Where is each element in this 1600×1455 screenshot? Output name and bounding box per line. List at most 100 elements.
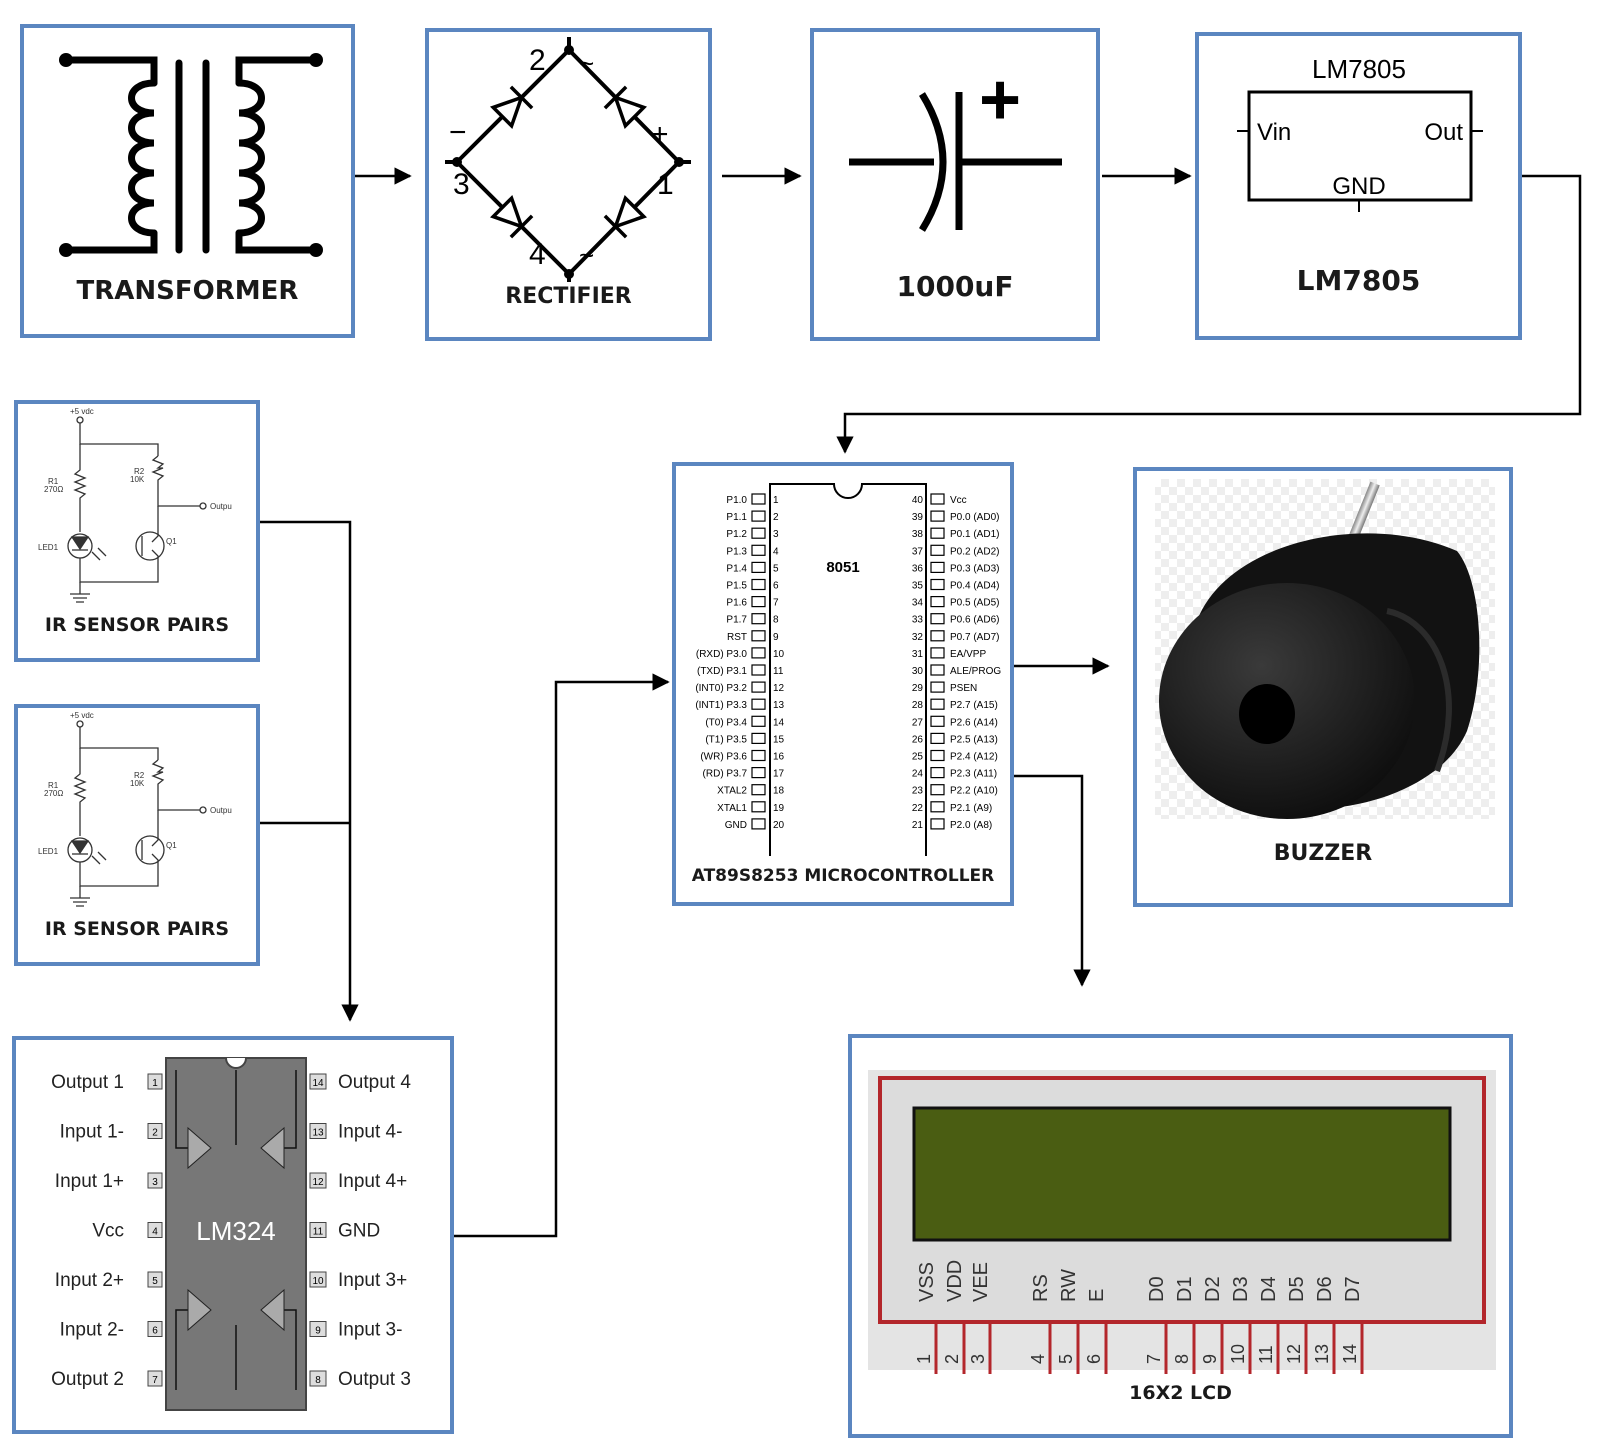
mcu-pin-number: 1 — [773, 495, 779, 506]
mcu-pin-pad — [930, 578, 945, 591]
rectifier-ac-top: ~ — [579, 48, 594, 78]
regulator-block: LM7805 Vin Out GND LM7805 — [1195, 32, 1522, 340]
lcd-pin-number: 5 — [1056, 1354, 1076, 1364]
lcd-pin-name: D5 — [1286, 1276, 1308, 1302]
lm324-pin-name: Input 1+ — [55, 1171, 124, 1192]
mcu-pin-pad — [751, 544, 766, 556]
mcu-pin-number: 12 — [773, 683, 785, 694]
lcd-pin-number: 6 — [1084, 1354, 1104, 1364]
mcu-pin-name: P2.7 (A15) — [950, 700, 998, 711]
ir-output-label: Outpu — [210, 502, 232, 511]
arrow-regulator-mcu — [836, 174, 1582, 454]
mcu-pin-name: (TXD) P3.1 — [697, 666, 747, 677]
ir-r1-label: R1 — [48, 477, 59, 486]
mcu-pin-number: 11 — [773, 666, 784, 677]
mcu-pin-pad — [751, 749, 766, 762]
lcd-pin-number: 3 — [968, 1354, 988, 1364]
mcu-chip-name: 8051 — [826, 559, 859, 576]
wire-ir1 — [260, 520, 359, 1022]
ir-r1-value: 270Ω — [44, 485, 63, 494]
mcu-pin-name: P0.0 (AD0) — [950, 512, 999, 523]
diode-2 — [603, 85, 648, 130]
mcu-pin-name: P1.7 — [726, 615, 747, 626]
mcu-pin-name: RST — [727, 632, 747, 643]
regulator-gnd: GND — [1332, 173, 1385, 200]
lm324-pin-name: Input 4+ — [338, 1171, 407, 1192]
mcu-pin-name: Vcc — [950, 495, 967, 506]
capacitor-label: 1000uF — [896, 270, 1014, 303]
mcu-pin-pad — [751, 698, 766, 710]
mcu-pin-number: 17 — [773, 769, 785, 780]
mcu-pin-pad — [751, 596, 766, 608]
lm324-pin-number: 10 — [312, 1276, 324, 1287]
mcu-pin-number: 35 — [912, 581, 924, 592]
mcu-pin-pad — [751, 664, 766, 676]
lcd-pin-number: 4 — [1028, 1354, 1048, 1364]
ir-r1-label: R1 — [48, 781, 59, 790]
lm324-pin-number: 5 — [152, 1276, 158, 1287]
mcu-pin-number: 19 — [773, 803, 785, 814]
diode-1 — [489, 85, 534, 130]
lm324-pin-name: Vcc — [92, 1221, 124, 1242]
mcu-pin-name: P2.1 (A9) — [950, 803, 992, 814]
mcu-pin-number: 15 — [773, 734, 785, 745]
mcu-pin-number: 36 — [912, 563, 924, 574]
lcd-pin-name: D2 — [1202, 1276, 1224, 1302]
lm324-pin-pad — [147, 1222, 163, 1238]
mcu-pin-name: P1.3 — [726, 546, 747, 557]
rectifier-plus: + — [651, 118, 669, 151]
mcu-pin-pad — [930, 767, 945, 779]
lm324-pin-number: 12 — [312, 1177, 324, 1188]
mcu-pin-name: (T1) P3.5 — [705, 734, 747, 745]
mcu-pin-pad — [751, 493, 766, 505]
mcu-pin-name: (T0) P3.4 — [705, 717, 747, 728]
lm324-pin-number: 6 — [152, 1326, 158, 1337]
mcu-pin-number: 5 — [773, 563, 779, 574]
mcu-pin-pad — [751, 527, 766, 539]
mcu-pin-pad — [751, 613, 766, 625]
lm324-pin-number: 1 — [152, 1078, 158, 1089]
mcu-pin-number: 7 — [773, 598, 779, 609]
lcd-pin-name: VDD — [944, 1260, 966, 1302]
lm324-pin-number: 4 — [152, 1227, 158, 1238]
mcu-pin-pad — [751, 732, 766, 744]
lcd-pin-name: D1 — [1174, 1276, 1196, 1302]
mcu-pin-number: 31 — [912, 649, 924, 660]
mcu-pin-number: 23 — [912, 786, 924, 797]
mcu-pin-pad — [930, 715, 945, 727]
transformer-label: TRANSFORMER — [76, 276, 299, 306]
ir-supply-label: +5 vdc — [70, 711, 94, 720]
lm324-pin-name: Output 1 — [51, 1072, 124, 1093]
opamp-2 — [187, 1288, 212, 1332]
lm324-pin-pad — [309, 1222, 327, 1238]
mcu-pin-name: P1.1 — [726, 512, 747, 523]
mcu-label: AT89S8253 MICROCONTROLLER — [691, 866, 995, 886]
transformer-symbol — [59, 53, 323, 257]
lcd-pin-number: 2 — [942, 1354, 962, 1364]
lm324-pin-number: 7 — [152, 1375, 158, 1386]
mcu-pin-number: 30 — [912, 666, 924, 677]
lm324-pin-number: 2 — [152, 1128, 158, 1139]
mcu-pin-number: 2 — [773, 512, 779, 523]
mcu-pin-name: EA/VPP — [950, 649, 986, 660]
bridge-rectifier-symbol: 2 ~ − 3 + 1 4 ~ — [445, 37, 691, 282]
mcu-pin-number: 14 — [773, 717, 785, 728]
mcu-pin-name: P1.6 — [726, 598, 747, 609]
mcu-pin-number: 29 — [912, 683, 924, 694]
lm324-pin-name: Input 2- — [60, 1320, 124, 1341]
mcu-pin-number: 9 — [773, 632, 779, 643]
mcu-pin-number: 4 — [773, 546, 779, 557]
mcu-pin-number: 16 — [773, 752, 785, 763]
lm324-pin-number: 13 — [312, 1128, 324, 1139]
lm324-pin-pad — [309, 1073, 327, 1090]
ir-r2-value: 10K — [130, 475, 145, 484]
lcd-pin-number: 8 — [1172, 1354, 1192, 1364]
mcu-pin-name: PSEN — [950, 683, 977, 694]
mcu-pin-name: P0.7 (AD7) — [950, 632, 999, 643]
lm324-pin-pad — [147, 1073, 163, 1090]
mcu-pin-pad — [930, 493, 945, 505]
lcd-pin-number: 13 — [1312, 1344, 1332, 1364]
mcu-pin-number: 39 — [912, 512, 924, 523]
